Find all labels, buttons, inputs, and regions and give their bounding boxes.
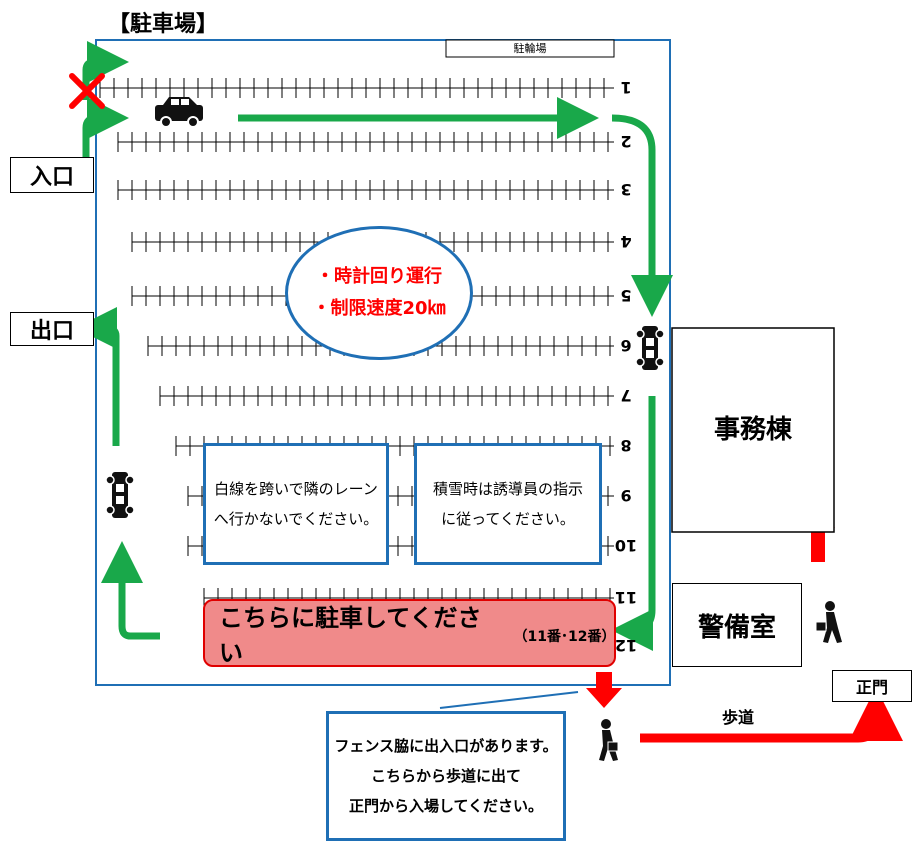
lane-crossing-notice: 白線を跨いで隣のレーン へ行かないでください。 bbox=[203, 443, 389, 565]
snow-notice: 積雪時は誘導員の指示 に従ってください。 bbox=[414, 443, 602, 565]
notice-line: フェンス脇に出入口があります。 bbox=[334, 737, 558, 755]
down-red-arrow bbox=[586, 672, 622, 708]
rule-speed-limit: ・制限速度20㎞ bbox=[312, 298, 446, 319]
office-building-label: 事務棟 bbox=[713, 415, 792, 445]
parking-lot-boundary bbox=[95, 39, 671, 686]
lane-number: 8 bbox=[620, 436, 632, 455]
main-gate-label: 正門 bbox=[832, 670, 912, 702]
right-down-arrow-2 bbox=[611, 396, 656, 651]
fence-exit-notice: フェンス脇に出入口があります。 こちらから歩道に出て 正門から入場してください。 bbox=[326, 711, 566, 841]
notice-line: 積雪時は誘導員の指示 bbox=[432, 480, 583, 498]
car-icon bbox=[155, 97, 203, 128]
rule-clockwise: ・時計回り運行 bbox=[316, 266, 442, 287]
notice-line: こちらから歩道に出て bbox=[370, 767, 521, 785]
pedestrian-icon bbox=[815, 601, 842, 643]
notice-line: 白線を跨いで隣のレーン bbox=[214, 480, 378, 498]
park-here-banner: こちらに駐車してください （11番･12番） bbox=[203, 599, 616, 667]
bottom-left-arrow bbox=[101, 541, 160, 640]
notice-pointer-line bbox=[439, 691, 579, 709]
office-building-outline bbox=[671, 327, 835, 533]
traffic-rules-oval: ・時計回り運行 ・制限速度20㎞ bbox=[285, 226, 473, 360]
right-down-arrow-1 bbox=[611, 114, 673, 317]
notice-line: に従ってください。 bbox=[441, 510, 575, 528]
sidewalk-arrow bbox=[640, 687, 903, 743]
parking-lot-title: 【駐車場】 bbox=[108, 12, 219, 37]
lane-number: 3 bbox=[620, 180, 632, 199]
no-entry-x-icon bbox=[69, 73, 105, 109]
notice-line: へ行かないでください。 bbox=[213, 510, 379, 528]
entrance-up-arrow bbox=[82, 41, 129, 100]
lane-number: 10 bbox=[614, 536, 638, 555]
lane-number: 12 bbox=[614, 636, 638, 655]
sidewalk-label: 歩道 bbox=[722, 708, 755, 727]
lane-number: 9 bbox=[620, 486, 632, 505]
parking-lanes bbox=[99, 78, 614, 656]
lane-number: 11 bbox=[614, 588, 638, 607]
lane-number: 4 bbox=[620, 232, 632, 251]
lane-number: 1 bbox=[620, 78, 632, 97]
guard-room-label: 警備室 bbox=[672, 583, 802, 667]
entrance-label: 入口 bbox=[10, 157, 94, 193]
lane-number: 2 bbox=[620, 132, 632, 151]
lane-number: 6 bbox=[620, 336, 632, 355]
traffic-flow-arrows bbox=[75, 41, 673, 651]
car-icon bbox=[105, 472, 135, 518]
lane-number: 7 bbox=[620, 386, 632, 405]
park-here-sub: （11番･12番） bbox=[513, 629, 616, 645]
pedestrian-icon bbox=[599, 719, 619, 761]
bicycle-parking-label: 駐輪場 bbox=[513, 42, 547, 55]
entrance-arrow bbox=[82, 97, 129, 165]
exit-label: 出口 bbox=[10, 312, 94, 346]
bicycle-parking-box bbox=[445, 39, 615, 58]
lane-number: 5 bbox=[620, 286, 632, 305]
exit-arrow bbox=[75, 307, 120, 446]
notice-line: 正門から入場してください。 bbox=[348, 797, 544, 815]
car-icon bbox=[635, 326, 665, 370]
park-here-main: こちらに駐車してください bbox=[219, 604, 482, 667]
